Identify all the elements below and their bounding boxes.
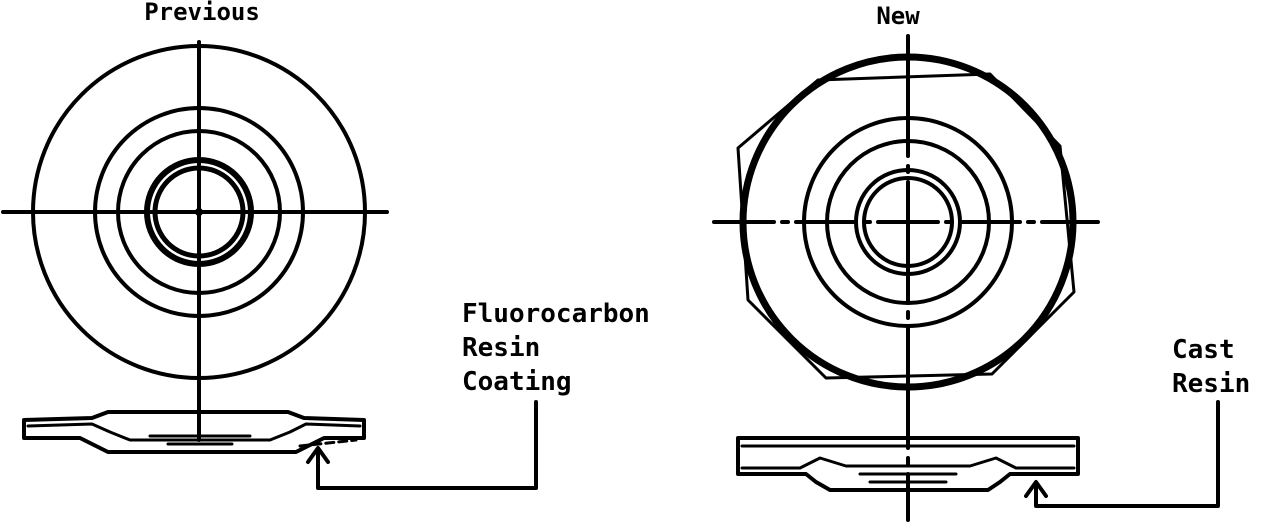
previous-leader-arrowhead: [306, 446, 330, 464]
new-leader-arrowhead: [1024, 480, 1048, 498]
previous-callout-line-1: Fluorocarbon: [462, 299, 650, 329]
previous-center-dot: [195, 208, 203, 216]
new-part: New Cast Resin: [712, 2, 1250, 522]
previous-section-inner-line: [26, 422, 362, 442]
previous-section-outline: [22, 410, 366, 454]
new-title: New: [876, 2, 920, 30]
previous-ring-4: [144, 157, 254, 267]
previous-callout-line-2: Resin: [462, 333, 540, 363]
previous-top-view: [1, 40, 389, 442]
previous-section-recess: [148, 434, 252, 446]
previous-ring-3: [116, 129, 282, 295]
new-ring-4: [854, 168, 962, 276]
new-cast-resin-outline: [736, 72, 1076, 380]
previous-leader-line: [316, 400, 538, 490]
previous-bore: [152, 165, 246, 259]
new-section-recess: [858, 472, 958, 484]
new-callout-leader: [1024, 400, 1220, 508]
new-side-section: [736, 436, 1080, 492]
new-ring-3: [825, 139, 991, 305]
previous-coating-dashes: [298, 438, 358, 448]
previous-callout-leader: [306, 400, 538, 490]
new-callout-line-2: Resin: [1172, 369, 1250, 399]
new-leader-line: [1034, 400, 1220, 508]
previous-outer-rim: [31, 44, 367, 380]
new-top-view: [712, 34, 1100, 522]
new-section-outline: [736, 436, 1080, 492]
previous-part: Previous Fluorocarbon Resin Coating: [1, 0, 650, 490]
previous-title: Previous: [144, 0, 260, 26]
new-ring-2: [802, 116, 1014, 328]
previous-callout-line-3: Coating: [462, 367, 572, 397]
new-bore: [862, 176, 954, 268]
new-section-inner-line: [740, 444, 1076, 470]
previous-ring-2: [93, 106, 305, 318]
previous-side-section: [22, 410, 366, 454]
new-callout-line-1: Cast: [1172, 335, 1235, 365]
